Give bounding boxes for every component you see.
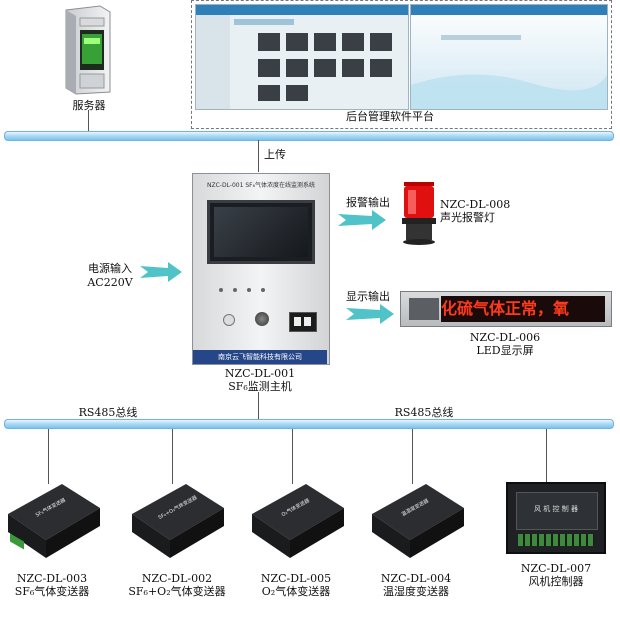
rs485-drop-4: [412, 429, 413, 484]
server-label: 服务器: [72, 99, 106, 112]
power-arrow-icon: [140, 262, 182, 282]
device-model-5: NZC-DL-007: [520, 562, 592, 575]
cabinet-lock-icon: [223, 314, 235, 326]
fan-controller-box-label: 风 机 控 制 器: [534, 505, 578, 513]
led-display-text: 化硫气体正常，氧: [441, 296, 605, 322]
server-connector: [88, 110, 89, 131]
device-name-5: 风机控制器: [528, 575, 584, 588]
display-output-label: 显示输出: [346, 290, 390, 303]
rs485-drop-3: [292, 429, 293, 484]
platform-label: 后台管理软件平台: [346, 110, 434, 123]
rs485-label-right: RS485总线: [394, 406, 454, 419]
led-model: NZC-DL-006: [469, 331, 541, 344]
led-display-panel: 化硫气体正常，氧: [400, 291, 612, 327]
power-voltage-label: AC220V: [87, 276, 133, 289]
device-model-2: NZC-DL-002: [141, 572, 213, 585]
device-name-2: SF₆+O₂气体变送器: [128, 585, 226, 598]
transmitter-o2: O₂气体变送器: [248, 478, 346, 562]
cabinet-brand-text: 南京云飞智能科技有限公司: [218, 353, 302, 361]
power-input-label: 电源输入: [88, 262, 132, 275]
device-model-3: NZC-DL-005: [260, 572, 332, 585]
transmitter-sf6-o2: SF₆+O₂气体变送器: [128, 478, 226, 562]
cabinet-knob-icon: [255, 312, 269, 326]
device-name-3: O₂气体变送器: [261, 585, 331, 598]
upload-label: 上传: [264, 148, 286, 161]
cabinet-brand-bar: 南京云飞智能科技有限公司: [193, 350, 327, 364]
platform-screenshot-left: [195, 4, 409, 110]
rs485-drop-1: [48, 429, 49, 484]
server-tower: [60, 4, 112, 96]
fan-controller: 风 机 控 制 器: [506, 482, 606, 554]
rs485-label-left: RS485总线: [78, 406, 138, 419]
transmitter-sf6: SF₆气体变送器: [4, 478, 102, 562]
alarm-arrow-icon: [338, 210, 386, 230]
alarm-lamp-name: 声光报警灯: [440, 211, 495, 224]
main-to-rs485-connector: [258, 392, 259, 419]
platform-screenshot-right: [410, 4, 608, 110]
top-network-bus: [4, 131, 614, 141]
device-name-4: 温湿度变送器: [383, 585, 449, 598]
rs485-bus: [4, 419, 614, 429]
device-name-1: SF₆气体变送器: [14, 585, 90, 598]
led-name: LED显示屏: [476, 344, 534, 357]
main-unit-model: NZC-DL-001: [224, 367, 296, 380]
main-unit-name: SF₆监测主机: [228, 380, 292, 393]
fan-controller-face: [516, 492, 598, 530]
device-model-1: NZC-DL-003: [16, 572, 88, 585]
display-arrow-icon: [346, 304, 394, 324]
led-display-face: [409, 298, 439, 320]
transmitter-temp-humidity: 温湿度变送器: [368, 478, 466, 562]
fan-controller-terminals: [518, 534, 594, 546]
alarm-lamp-model: NZC-DL-008: [440, 198, 511, 211]
alarm-output-label: 报警输出: [346, 196, 390, 209]
alarm-lamp-icon: [398, 180, 440, 246]
upload-connector: [258, 140, 259, 172]
main-monitor-cabinet: NZC-DL-001 SF₆气体浓度在线监测系统 南京云飞智能科技有限公司: [192, 173, 330, 365]
cabinet-panel-text: NZC-DL-001 SF₆气体浓度在线监测系统: [206, 182, 315, 189]
cabinet-touchscreen: [207, 200, 315, 264]
device-model-4: NZC-DL-004: [380, 572, 452, 585]
platform-frame: [191, 0, 612, 129]
cabinet-switch-icon: [289, 312, 317, 332]
rs485-drop-5: [546, 429, 547, 484]
rs485-drop-2: [172, 429, 173, 484]
cabinet-indicator-lights: [215, 280, 285, 292]
